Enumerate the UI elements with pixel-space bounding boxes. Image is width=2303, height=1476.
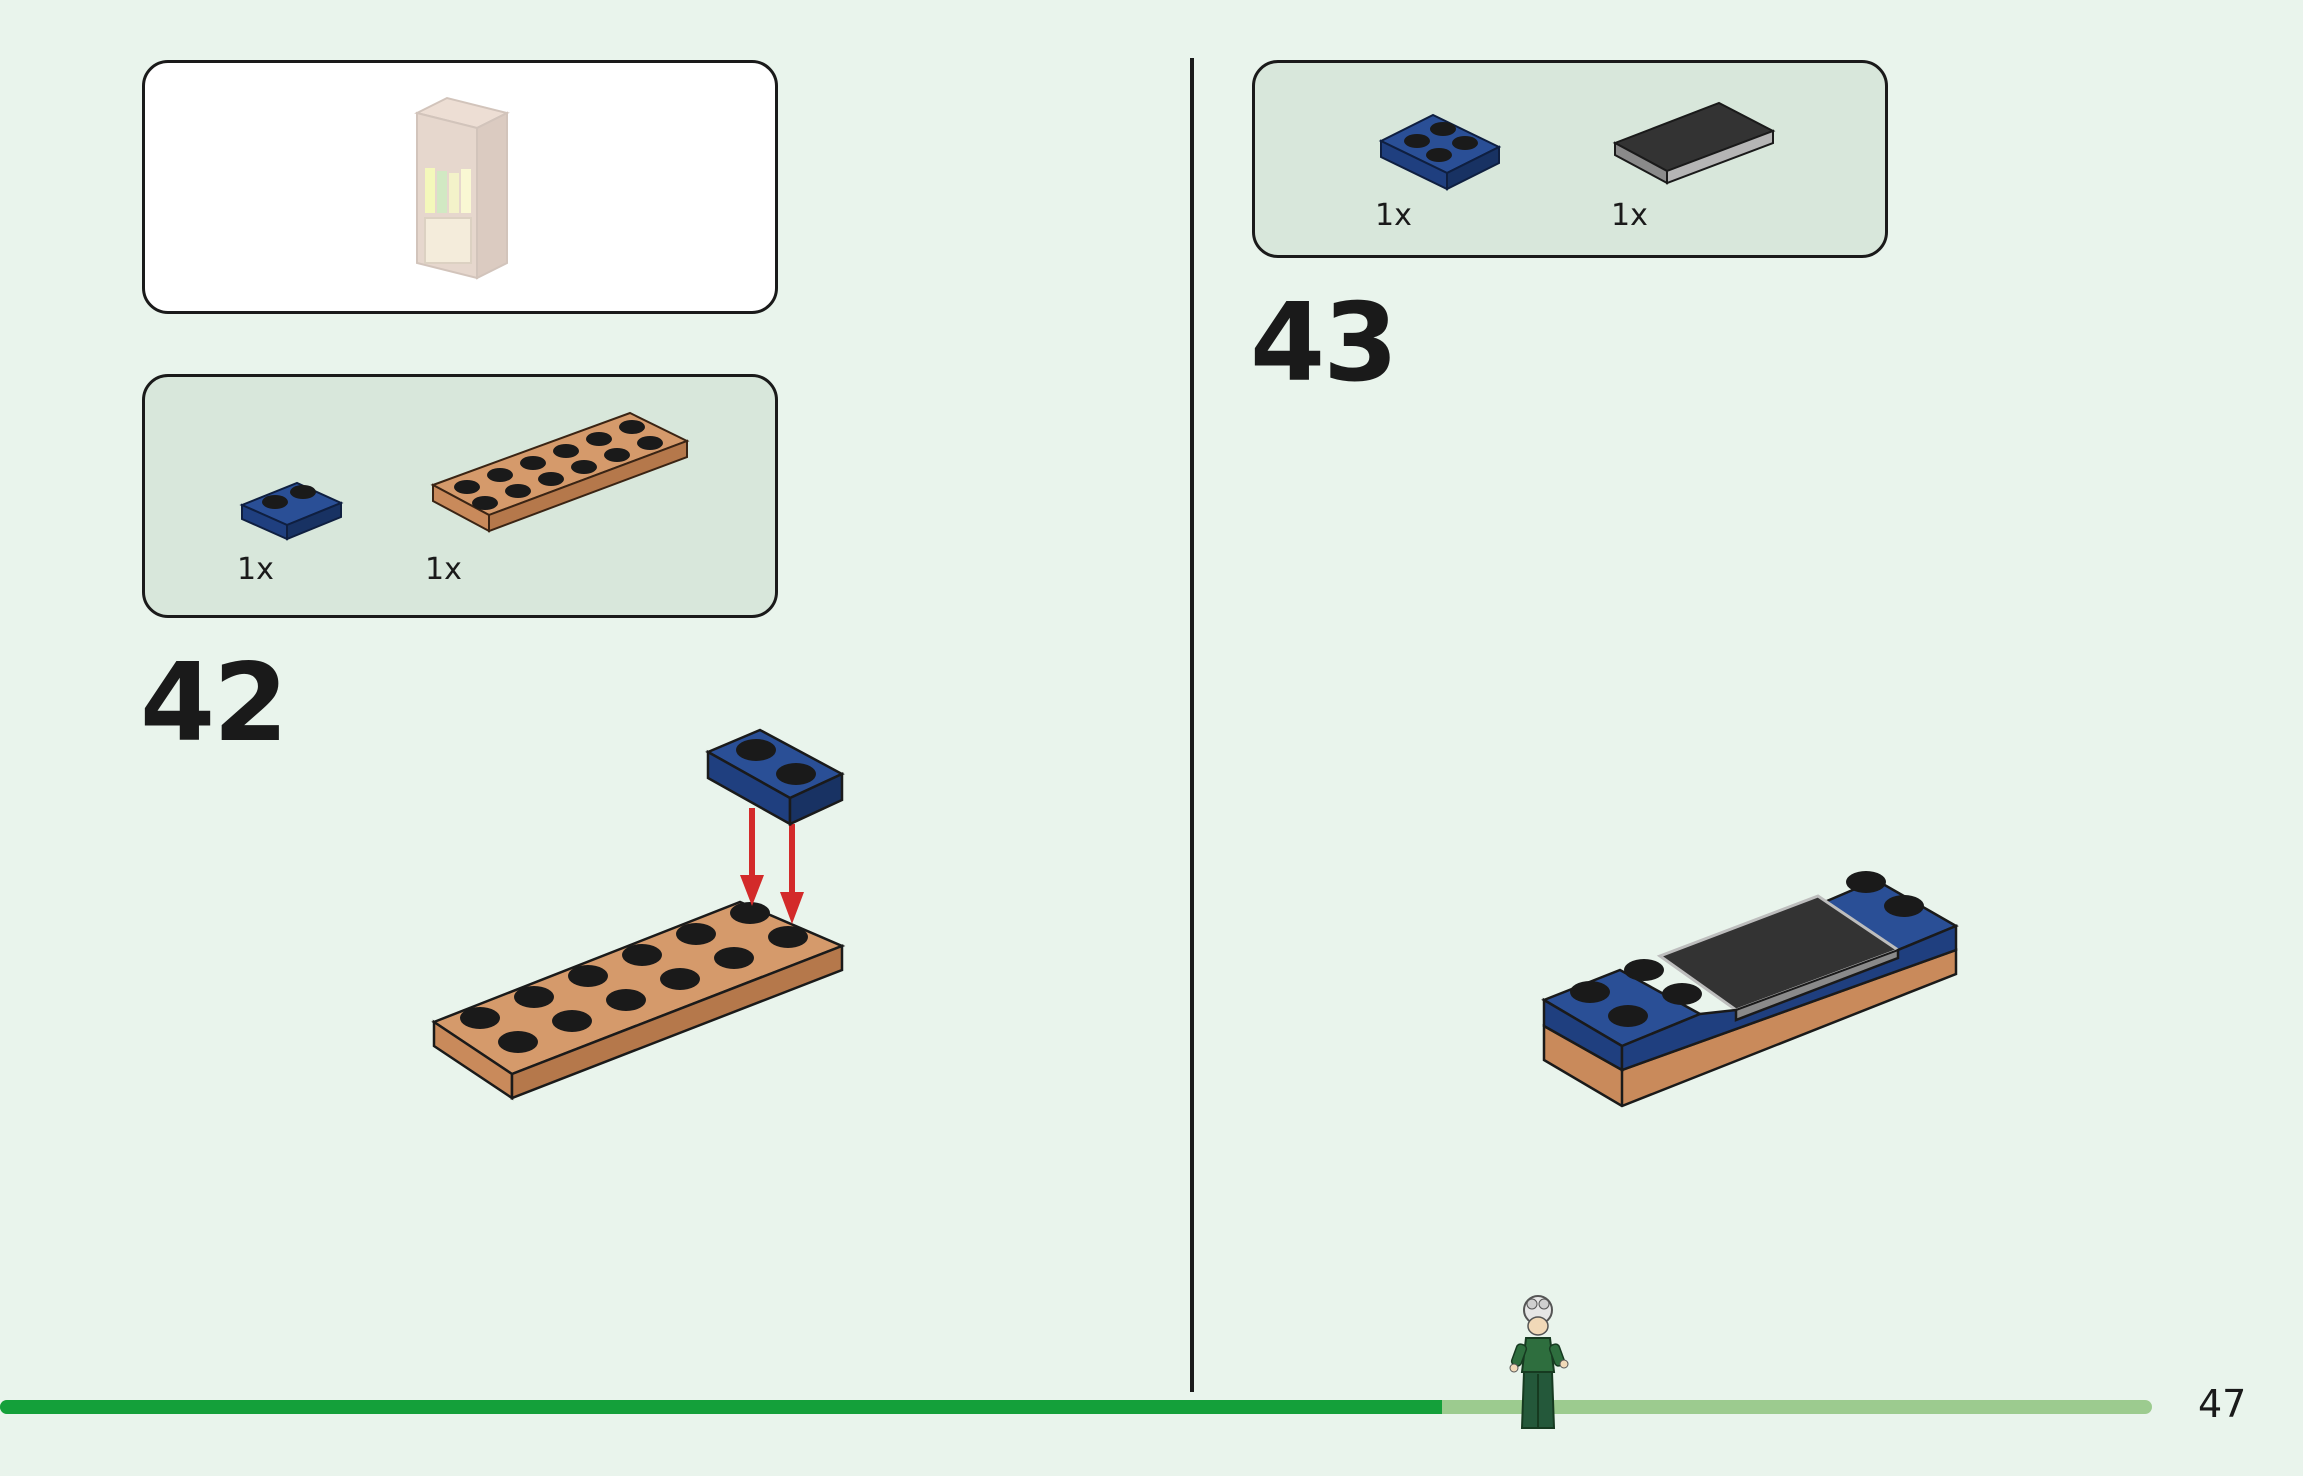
- part-quantity: 1x: [425, 552, 462, 587]
- tan-plate-2x6-icon: [430, 411, 690, 533]
- step-number: 42: [140, 641, 288, 766]
- part-quantity: 1x: [1375, 198, 1412, 233]
- step-43-build-illustration: [1541, 871, 1959, 1108]
- parts-list-step-43: 1x 1x: [1252, 60, 1888, 258]
- preview-callout: [142, 60, 778, 314]
- minifigure-progress-marker-icon: [1509, 1295, 1569, 1429]
- page-number: 47: [2198, 1382, 2247, 1426]
- blue-plate-2x2-icon: [1378, 113, 1502, 191]
- part-quantity: 1x: [1611, 198, 1648, 233]
- progress-bar: [0, 1400, 2152, 1414]
- page-divider: [1190, 58, 1194, 1392]
- black-tile-2x3-icon: [1612, 101, 1776, 185]
- parts-list-step-42: 1x 1x: [142, 374, 778, 618]
- part-quantity: 1x: [237, 552, 274, 587]
- blue-plate-1x2-icon: [239, 481, 344, 541]
- step-number: 43: [1250, 281, 1398, 406]
- progress-bar-fill: [0, 1400, 1442, 1414]
- bookshelf-preview-image: [414, 96, 510, 280]
- step-42-build-illustration: [431, 728, 846, 1101]
